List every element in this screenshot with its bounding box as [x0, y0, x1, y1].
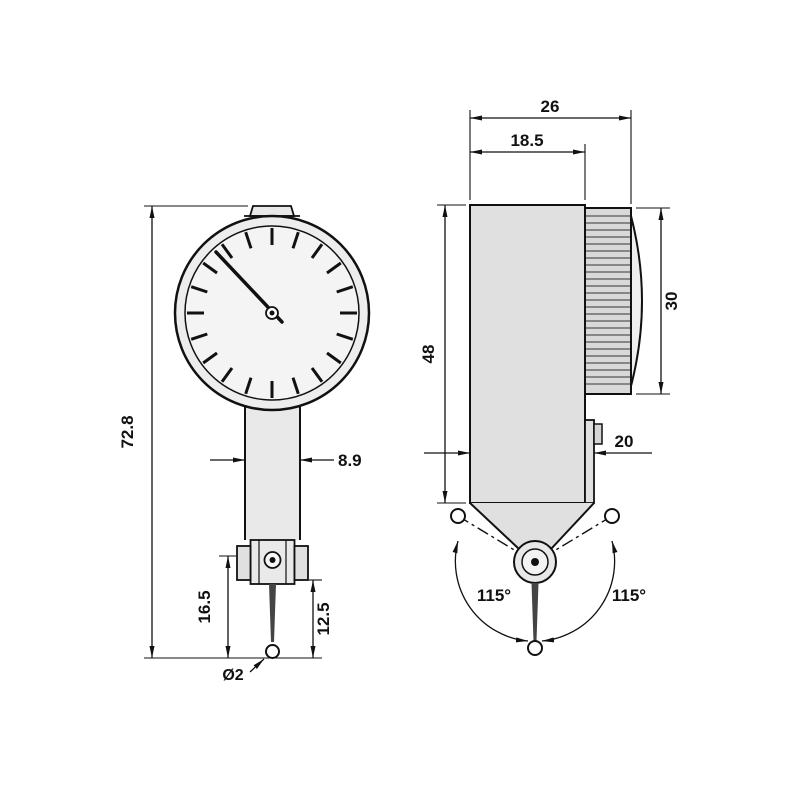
dial-ticks — [187, 228, 357, 398]
dimension-bezel-diameter: 30 — [636, 207, 681, 395]
dimension-lower-body-depth: 20 — [424, 432, 652, 456]
side-body — [469, 204, 586, 504]
side-stylus — [527, 583, 543, 656]
dim-label-body-depth: 18.5 — [510, 131, 543, 150]
bezel-crystal — [630, 215, 643, 387]
clamp-screw — [593, 423, 603, 445]
dimension-contact-length: 12.5 — [309, 579, 333, 658]
dim-label-swing-right: 115° — [612, 586, 646, 605]
dial-hub-dot — [269, 310, 275, 316]
front-contact-ball — [265, 644, 280, 659]
dim-label-contact-length: 12.5 — [314, 602, 333, 635]
dim-label-body-height: 48 — [419, 345, 438, 364]
dim-label-bezel-diameter: 30 — [662, 292, 681, 311]
front-stem — [244, 398, 301, 540]
dim-label-swing-left: 115° — [477, 586, 511, 605]
dimension-total-height: 72.8 — [118, 205, 322, 659]
dimension-contact-offset: 16.5 — [195, 555, 236, 658]
dim-label-stem-width: 8.9 — [338, 451, 362, 470]
front-dial — [173, 214, 371, 412]
dimension-ball-diameter: Ø2 — [222, 658, 265, 684]
front-crown — [248, 205, 296, 217]
side-body-step — [584, 419, 595, 504]
swing-ball-right — [604, 508, 620, 524]
dimension-overall-depth: 26 — [469, 97, 632, 204]
dim-label-total-height: 72.8 — [118, 415, 137, 448]
swing-ball-left — [450, 508, 466, 524]
dim-label-overall-depth: 26 — [541, 97, 560, 116]
dimension-swing-left: 115° — [452, 540, 529, 643]
side-view: 115° 115° 26 18.5 48 — [419, 97, 681, 656]
bezel-knurl-lines — [586, 215, 630, 385]
side-pivot — [513, 540, 557, 584]
front-clamp — [236, 539, 309, 585]
dimension-body-height: 48 — [419, 204, 466, 504]
dim-label-ball-diameter: Ø2 — [222, 667, 243, 684]
front-stylus — [265, 584, 280, 659]
dim-label-contact-offset: 16.5 — [195, 590, 214, 623]
bezel-knurl — [584, 207, 632, 395]
dimension-stem-width: 8.9 — [210, 451, 362, 470]
dimension-body-depth: 18.5 — [470, 131, 586, 200]
front-view: 72.8 8.9 16.5 12.5 Ø2 — [118, 205, 371, 684]
dimension-swing-right: 115° — [541, 540, 646, 643]
side-bezel — [584, 207, 643, 395]
dim-label-lower-body-depth: 20 — [615, 432, 634, 451]
side-contact-ball — [527, 640, 543, 656]
